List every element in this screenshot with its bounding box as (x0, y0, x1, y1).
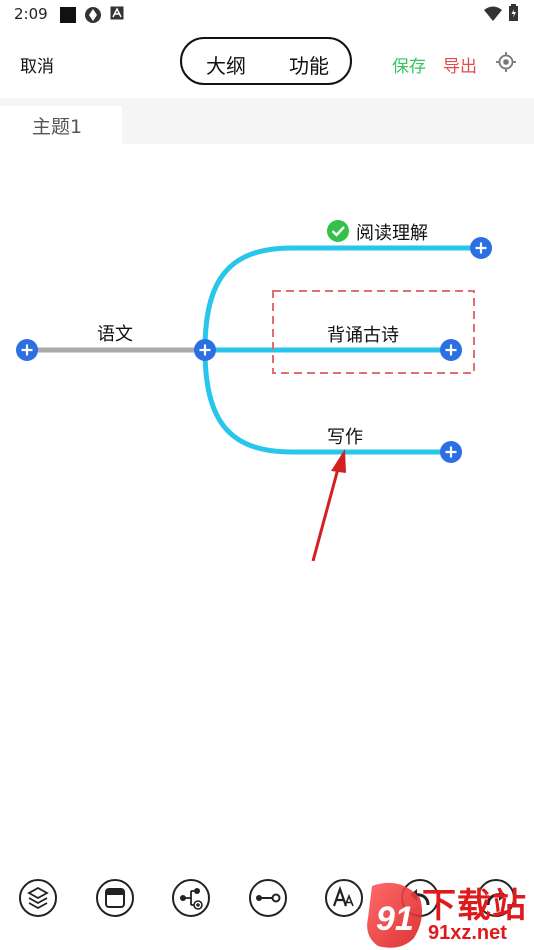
watermark: 91 下载站 91xz.net (360, 878, 534, 950)
watermark-logo: 91 (367, 882, 422, 948)
cancel-button[interactable]: 取消 (20, 57, 54, 77)
child-node-label-3[interactable]: 写作 (327, 427, 363, 448)
watermark-text-en: 91xz.net (428, 922, 507, 944)
tab-function[interactable]: 功能 (289, 54, 329, 78)
child-node-label-1[interactable]: 阅读理解 (356, 223, 428, 244)
relation-line-icon[interactable] (248, 878, 288, 918)
check-circle-icon (327, 220, 349, 242)
window-icon[interactable] (95, 878, 135, 918)
aperture-icon (85, 7, 101, 23)
add-button-child-2[interactable] (440, 339, 462, 361)
add-button-root[interactable] (16, 339, 38, 361)
status-bar: 2:09 (0, 0, 534, 30)
square-icon (60, 7, 76, 23)
redo-icon[interactable] (476, 878, 516, 918)
watermark-text-cn: 下载站 (422, 886, 527, 926)
child-node-label-2[interactable]: 背诵古诗 (327, 325, 399, 346)
tab-outline[interactable]: 大纲 (206, 54, 246, 78)
add-button-child-1[interactable] (470, 237, 492, 259)
annotation-arrow (311, 449, 346, 562)
mode-segmented-control: 大纲 功能 (180, 37, 352, 85)
branch-line-1 (202, 245, 480, 351)
branch-line-3 (202, 349, 451, 455)
sheet-tab[interactable]: 主题1 (0, 106, 122, 144)
font-a-icon (110, 6, 124, 20)
sheet-tab-strip: 主题1 (0, 98, 534, 144)
add-button-center[interactable] (194, 339, 216, 361)
add-button-child-3[interactable] (440, 441, 462, 463)
add-subnode-icon[interactable] (171, 878, 211, 918)
root-node-label[interactable]: 语文 (97, 324, 133, 345)
selection-box (272, 290, 475, 374)
layers-icon[interactable] (18, 878, 58, 918)
locate-icon[interactable] (496, 52, 516, 72)
battery-icon (509, 4, 518, 21)
save-button[interactable]: 保存 (392, 57, 426, 77)
svg-text:91: 91 (376, 900, 414, 938)
export-button[interactable]: 导出 (443, 57, 477, 77)
status-time: 2:09 (14, 5, 48, 23)
text-style-icon[interactable] (324, 878, 364, 918)
top-bar: 取消 大纲 功能 保存 导出 (0, 30, 534, 98)
sheet-tab-label: 主题1 (31, 115, 83, 138)
wifi-icon (484, 6, 502, 21)
